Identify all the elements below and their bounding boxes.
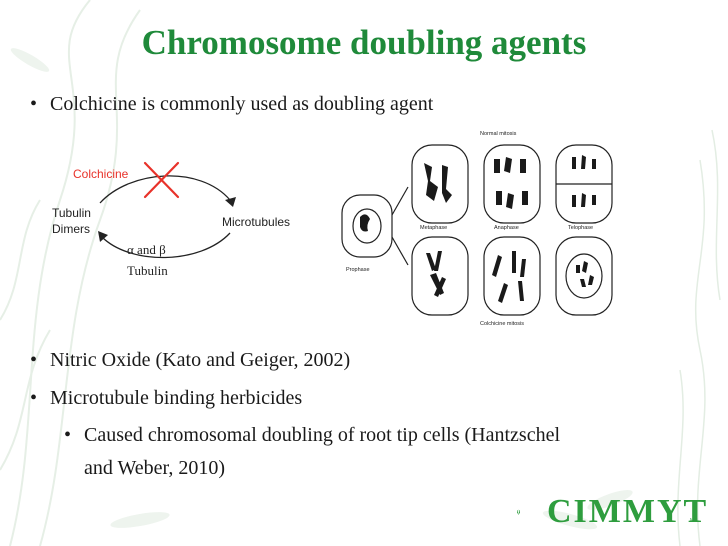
bullet-text: Colchicine is commonly used as doubling … [50, 93, 434, 115]
bullet-nitric-oxide: • Nitric Oxide (Kato and Geiger, 2002) [30, 347, 350, 373]
arrowhead-to-dimers [98, 231, 108, 242]
label-normal-mitosis: Normal mitosis [480, 131, 517, 137]
label-anaphase: Anaphase [494, 225, 519, 231]
bullet-colchicine: • Colchicine is commonly used as doubling… [30, 91, 433, 117]
bullet-dot: • [30, 349, 38, 371]
cimmyt-logo-mark-text: MR [690, 518, 698, 524]
arrowhead-to-microtubules [225, 197, 236, 207]
bullet-text: and Weber, 2010) [84, 457, 226, 479]
label-tubulin: Tubulin [52, 206, 91, 220]
arc-depolymerization [101, 232, 231, 259]
cimmyt-logo-mark [517, 509, 520, 515]
label-alpha-beta-tubulin: Tubulin [127, 263, 168, 278]
label-alpha-beta: α and β [127, 242, 166, 257]
cimmyt-logo-text: CIMMYT [547, 493, 709, 530]
label-microtubules: Microtubules [222, 215, 290, 229]
sub-bullet-root-tip: • Caused chromosomal doubling of root tip… [64, 422, 560, 448]
bullet-text: Nitric Oxide (Kato and Geiger, 2002) [50, 349, 351, 371]
cell-colchicine-telophase [555, 236, 613, 316]
label-telophase: Telophase [568, 225, 593, 231]
cell-anaphase [483, 144, 541, 224]
bullet-text: Caused chromosomal doubling of root tip … [84, 424, 561, 446]
bullet-dot: • [30, 93, 38, 115]
cell-colchicine-metaphase [411, 236, 469, 316]
chromosomes [360, 155, 596, 303]
label-metaphase: Metaphase [420, 225, 447, 231]
mitosis-comparison-diagram: Normal mitosis Metaphase Anaphase Teloph… [334, 125, 616, 330]
sub-bullet-root-tip-cont: and Weber, 2010) [84, 455, 225, 481]
bullet-dot: • [64, 424, 72, 446]
label-colchicine-mitosis: Colchicine mitosis [480, 321, 524, 327]
bullet-text: Microtubule binding herbicides [50, 387, 303, 409]
label-colchicine: Colchicine [73, 167, 129, 181]
block-cross-icon [143, 161, 180, 199]
cell-metaphase [411, 144, 469, 224]
slide-title: Chromosome doubling agents [141, 23, 587, 62]
bullet-dot: • [30, 387, 38, 409]
cell-colchicine-anaphase [483, 236, 541, 316]
label-prophase: Prophase [346, 267, 370, 273]
bullet-herbicides: • Microtubule binding herbicides [30, 385, 302, 411]
label-dimers: Dimers [52, 222, 90, 236]
cell-prophase [341, 194, 393, 258]
tubulin-cycle-diagram: Colchicine Tubulin Dimers Microtubules α… [52, 161, 290, 278]
